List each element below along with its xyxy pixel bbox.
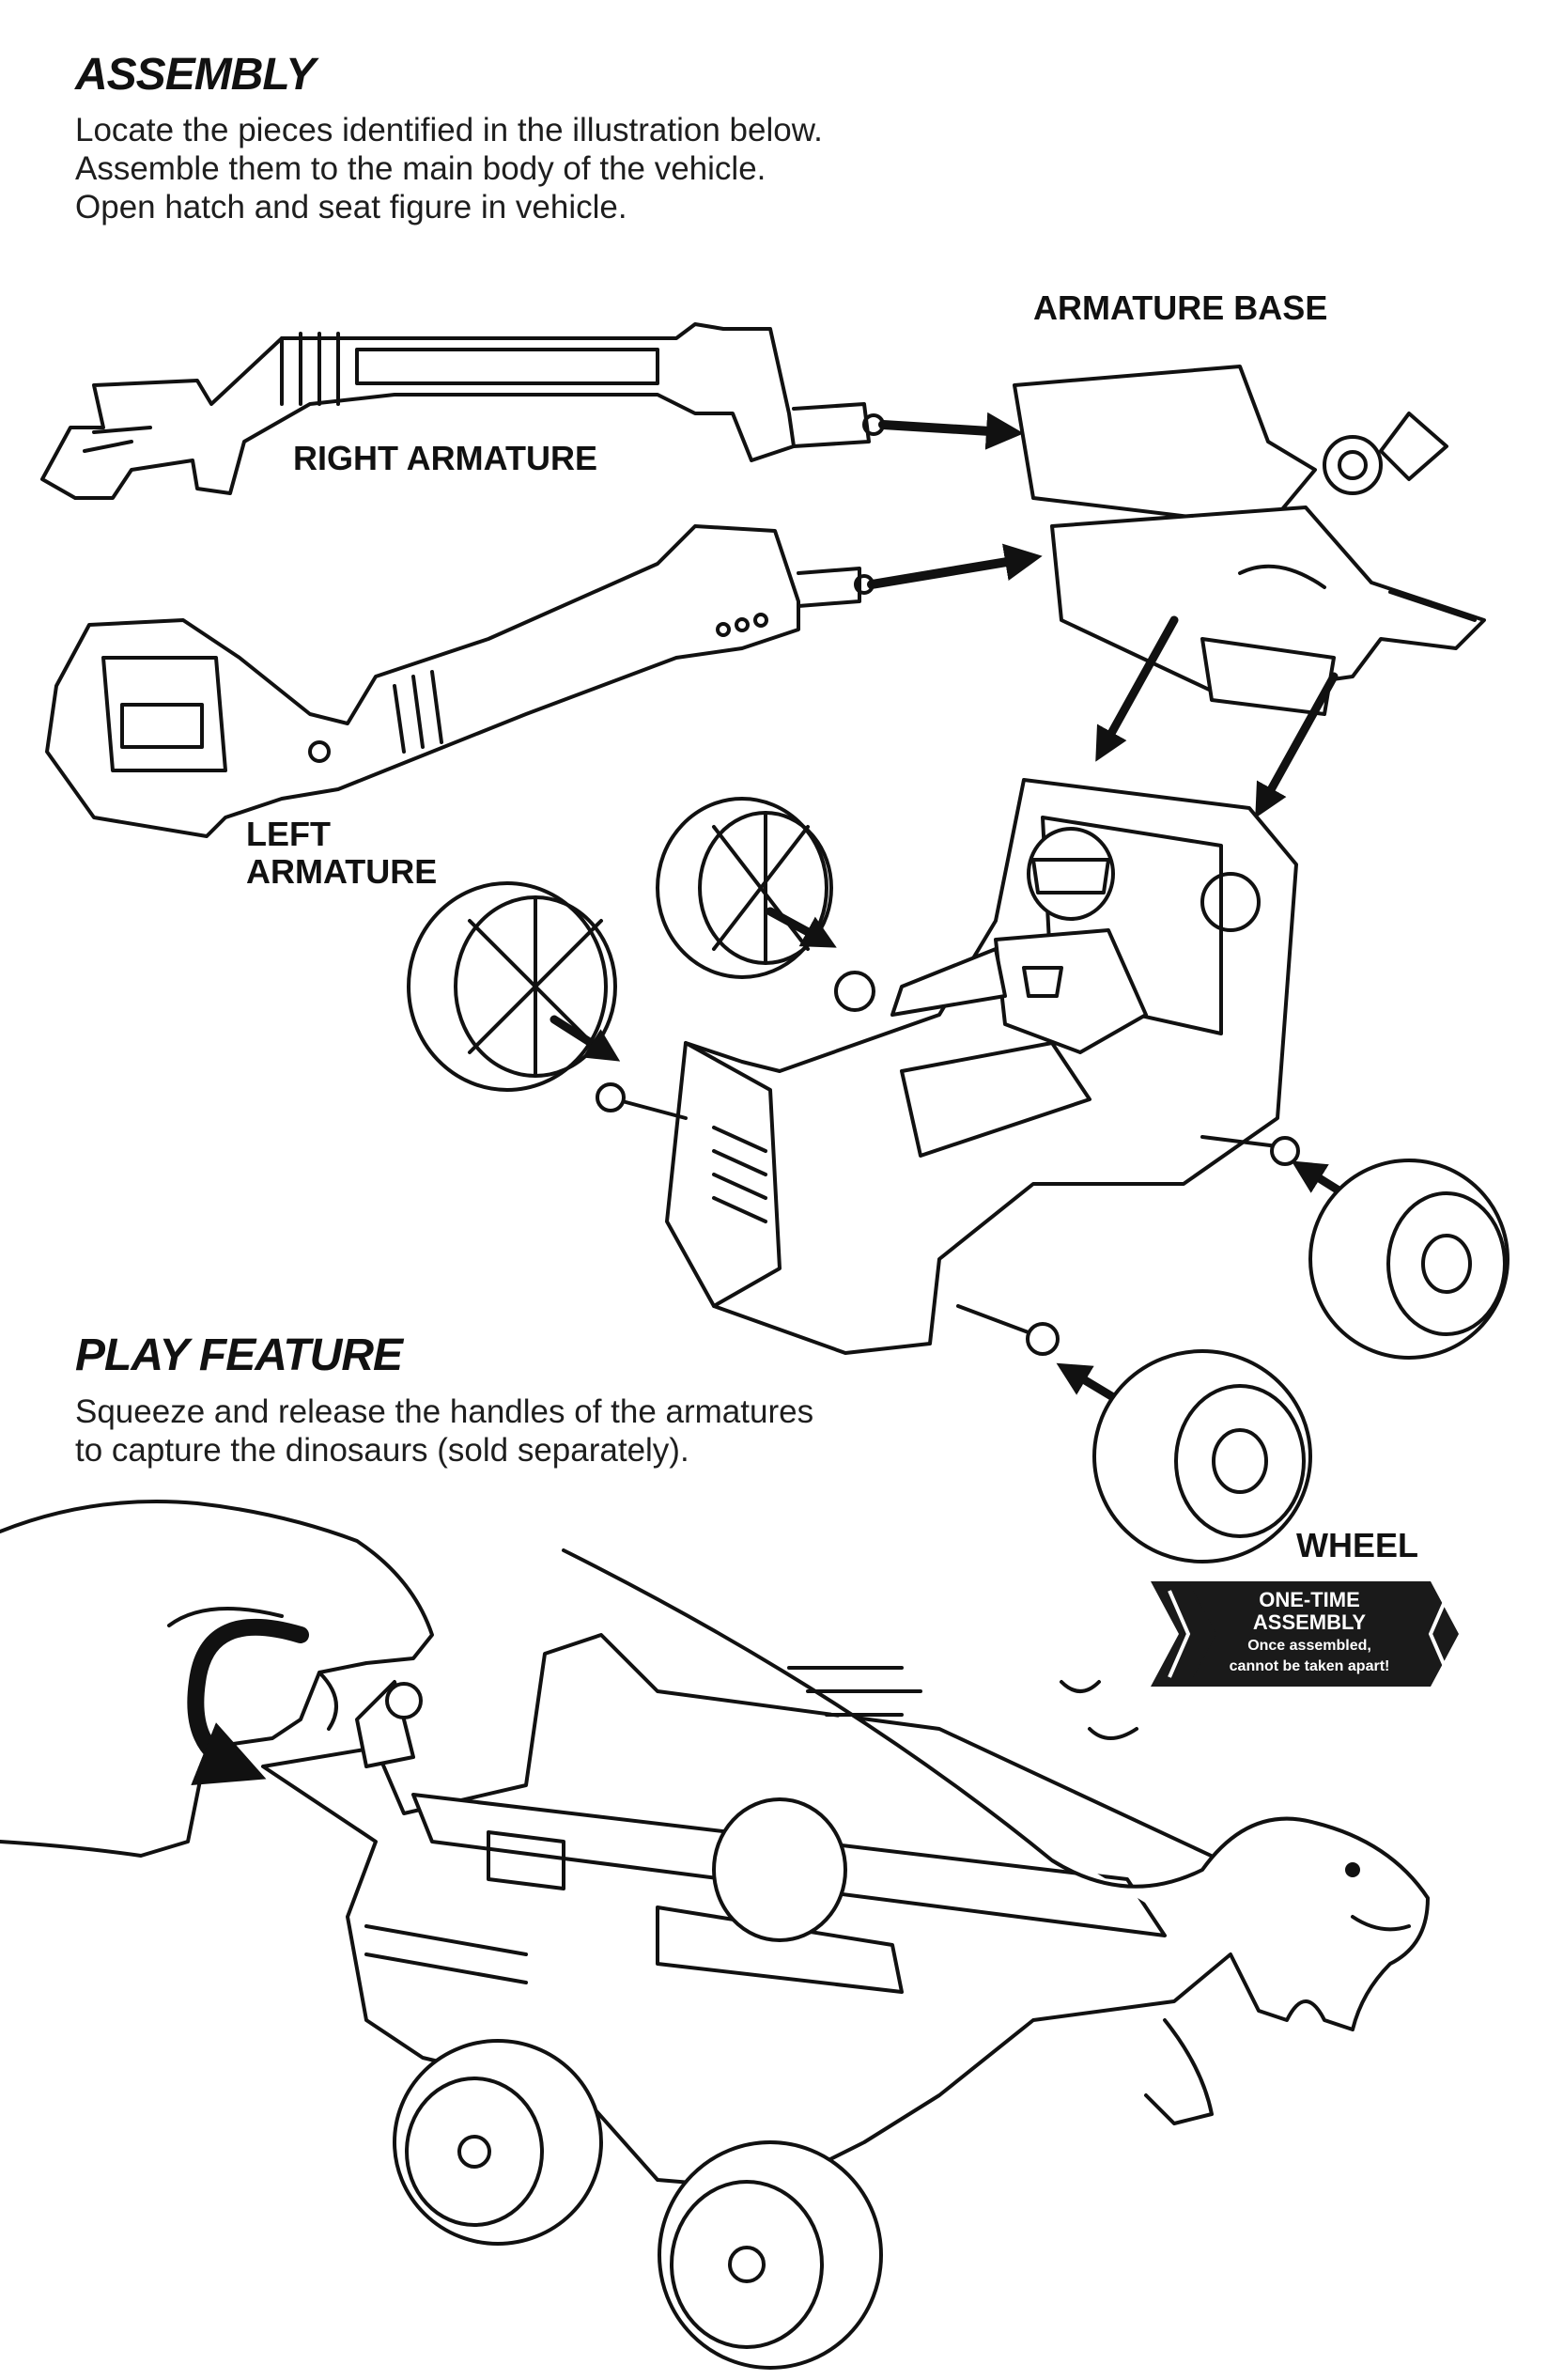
- badge-background: [1151, 1581, 1459, 1687]
- wheel-part-bottom: [1092, 1349, 1312, 1563]
- badge-note-line-1: Once assembled,: [1247, 1638, 1371, 1654]
- motion-lines: [787, 1666, 1138, 1740]
- armature-base-part: [1013, 365, 1486, 716]
- one-time-assembly-badge: ONE-TIME ASSEMBLY Once assembled, cannot…: [1151, 1581, 1468, 1687]
- left-armature-part: [45, 524, 1043, 838]
- play-feature-line-1: Squeeze and release the handles of the a…: [75, 1393, 814, 1430]
- assembly-heading: ASSEMBLY: [75, 50, 316, 100]
- assembly-line-2: Assemble them to the main body of the ve…: [75, 150, 766, 187]
- wheel-label: WHEEL: [1296, 1526, 1418, 1564]
- vehicle-with-figure: [596, 778, 1348, 1405]
- wheel-part-right: [1308, 1159, 1509, 1360]
- left-armature-label-line-1: LEFT: [246, 815, 331, 853]
- right-armature-label: RIGHT ARMATURE: [293, 439, 597, 477]
- play-feature-line-2: to capture the dinosaurs (sold separatel…: [75, 1432, 689, 1469]
- badge-text: ONE-TIME ASSEMBLY Once assembled, cannot…: [1207, 1589, 1412, 1675]
- badge-title-line-1: ONE-TIME: [1259, 1588, 1360, 1611]
- assembly-line-1: Locate the pieces identified in the illu…: [75, 112, 823, 148]
- left-armature-label: LEFT ARMATURE: [246, 816, 437, 891]
- wheel-part-left: [407, 881, 621, 1092]
- play-feature-instructions: Squeeze and release the handles of the a…: [75, 1392, 813, 1470]
- assembly-instructions: Locate the pieces identified in the illu…: [75, 111, 823, 226]
- badge-title-line-2: ASSEMBLY: [1252, 1610, 1367, 1634]
- play-feature-heading: PLAY FEATURE: [75, 1330, 403, 1380]
- assembly-line-3: Open hatch and seat figure in vehicle.: [75, 189, 627, 226]
- wheel-part-upper: [656, 797, 837, 979]
- hand-illustration: [0, 1500, 434, 1858]
- dinosaur-illustration: [562, 1548, 1430, 2125]
- badge-note-line-2: cannot be taken apart!: [1229, 1658, 1390, 1674]
- right-armature-part: [40, 322, 1024, 500]
- armature-base-label: ARMATURE BASE: [1033, 288, 1328, 327]
- play-wheels: [393, 1797, 883, 2370]
- left-armature-label-line-2: ARMATURE: [246, 852, 438, 891]
- squeeze-arrow: [187, 1618, 309, 1786]
